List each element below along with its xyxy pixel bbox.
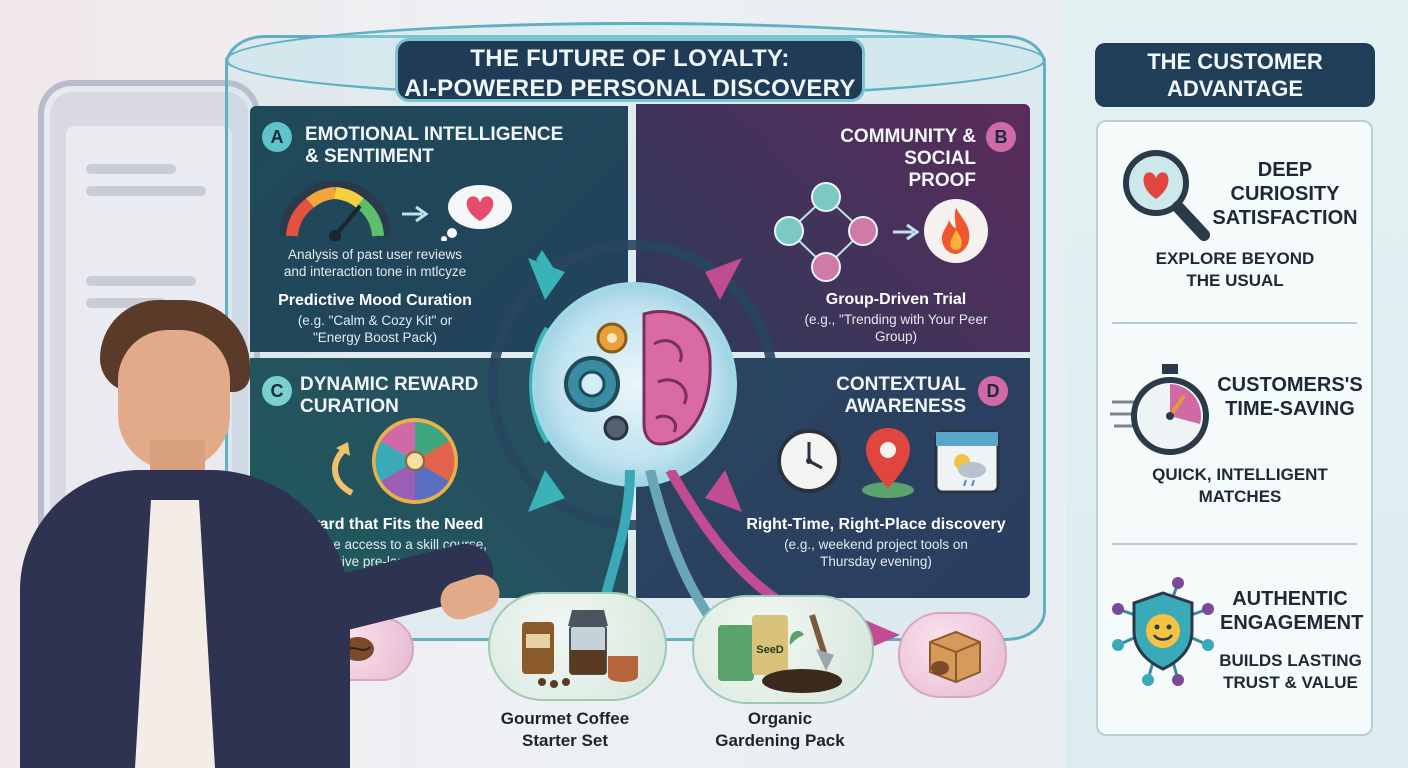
advantage-2-heading-line2: TIME-SAVING (1225, 398, 1355, 420)
heart-magnifier-icon (1123, 150, 1210, 241)
quadrant-a-desc-line2: and interaction tone in mtlcyze (283, 264, 467, 279)
advantage-1-sub-line1: EXPLORE BEYOND (1155, 249, 1315, 268)
phone-ui-line (86, 298, 166, 308)
quadrant-b-heading-line2: SOCIAL PROOF (904, 148, 976, 191)
advantage-2-sub: QUICK, INTELLIGENT MATCHES (1110, 464, 1370, 508)
arrow-right-icon (402, 205, 429, 223)
fire-trending-icon (924, 199, 988, 263)
main-title-line1: THE FUTURE OF LOYALTY: (470, 45, 790, 72)
advantage-2-sub-line2: MATCHES (1198, 487, 1282, 506)
advantage-3-sub-line2: TRUST & VALUE (1223, 673, 1358, 692)
quadrant-a-heading-line1: EMOTIONAL INTELLIGENCE (305, 124, 564, 145)
advantage-3-heading-line2: ENGAGEMENT (1220, 612, 1364, 634)
quadrant-d-heading-line1: CONTEXTUAL (836, 374, 966, 395)
quadrant-c-heading: DYNAMIC REWARD CURATION (300, 374, 478, 418)
arrow-right-icon (893, 223, 920, 241)
advantage-1-heading-line2: CURIOSITY (1230, 183, 1340, 205)
quadrant-d-example: (e.g., weekend project tools on Thursday… (726, 536, 1026, 570)
delivery-box-pill (898, 612, 1007, 698)
garden-product-pill[interactable]: SeeD (692, 595, 874, 704)
quadrant-d-heading-line2: AWARENESS (844, 396, 966, 417)
stopwatch-icon (1110, 364, 1209, 455)
quadrant-a-subtitle: Predictive Mood Curation (278, 292, 472, 309)
quadrant-a-description: Analysis of past user reviews and intera… (250, 246, 500, 280)
advantage-title: THE CUSTOMER ADVANTAGE (1095, 43, 1375, 107)
ai-gears-icon (564, 322, 629, 441)
garden-label-line2: Gardening Pack (715, 731, 845, 750)
quadrant-a-example-line1: (e.g. "Calm & Cozy Kit" or (297, 313, 453, 328)
coffee-product-pill[interactable] (488, 592, 667, 701)
gardening-pack-icon: SeeD (718, 614, 842, 693)
quadrant-b-example-line1: (e.g., "Trending with Your Peer (804, 312, 988, 327)
coffee-product-label: Gourmet Coffee Starter Set (475, 708, 655, 752)
quadrant-c-subtitle: Reward that Fits the Need (286, 516, 484, 533)
advantage-1-heading: DEEP CURIOSITY SATISFACTION (1205, 158, 1365, 230)
advantage-3-heading-line1: AUTHENTIC (1232, 588, 1348, 610)
quadrant-b-example: (e.g., "Trending with Your Peer Group) (776, 311, 1016, 345)
garden-product-label: Organic Gardening Pack (690, 708, 870, 752)
badge-d: D (978, 376, 1008, 406)
advantage-3-sub: BUILDS LASTING TRUST & VALUE (1218, 650, 1363, 694)
quadrant-b-example-line2: Group) (874, 329, 918, 344)
weather-calendar-icon (934, 430, 1000, 494)
coffee-label-line2: Starter Set (522, 731, 608, 750)
advantage-title-line2: ADVANTAGE (1166, 76, 1304, 101)
advantage-title-line1: THE CUSTOMER (1147, 49, 1323, 74)
quadrant-b-subtitle: Group-Driven Trial (825, 291, 967, 308)
phone-ui-line (86, 186, 206, 196)
coffee-set-icon (522, 610, 638, 688)
advantage-1-sub: EXPLORE BEYOND THE USUAL (1110, 248, 1360, 292)
smiley-shield-network-icon (1112, 577, 1214, 686)
advantage-1-sub-line2: THE USUAL (1186, 271, 1284, 290)
badge-a: A (262, 122, 292, 152)
clock-icon (777, 429, 841, 493)
advantage-divider (1112, 322, 1357, 324)
hub-ring (488, 240, 778, 530)
advantage-2-heading-line1: CUSTOMERS'S (1217, 374, 1363, 396)
quadrant-b-heading: COMMUNITY & SOCIAL PROOF (836, 126, 976, 192)
quadrant-a-desc-line1: Analysis of past user reviews (287, 247, 463, 262)
heart-thought-cloud-icon (441, 185, 512, 241)
advantage-2-sub-line1: QUICK, INTELLIGENT (1152, 465, 1328, 484)
advantage-divider (1112, 543, 1357, 545)
main-title-line2: AI-POWERED PERSONAL DISCOVERY (404, 75, 856, 102)
badge-c: C (262, 376, 292, 406)
quadrant-c-heading-line1: DYNAMIC REWARD (300, 374, 479, 395)
quadrant-d-example-line1: (e.g., weekend project tools on (784, 537, 968, 552)
quadrant-a-example-line2: "Energy Boost Pack) (312, 330, 438, 345)
ai-brain-hub (532, 282, 737, 487)
quadrant-b-heading-line1: COMMUNITY & (840, 126, 976, 147)
phone-ui-line (86, 164, 176, 174)
advantage-1-heading-line1: DEEP (1257, 159, 1313, 181)
reward-wheel-icon (372, 418, 458, 504)
advantage-3-sub-line1: BUILDS LASTING (1219, 651, 1362, 670)
quadrant-d-example-line2: Thursday evening) (820, 554, 932, 569)
garden-label-line1: Organic (747, 709, 813, 728)
advantage-2-heading: CUSTOMERS'S TIME-SAVING (1215, 373, 1365, 421)
quadrant-d-heading: CONTEXTUAL AWARENESS (836, 374, 966, 418)
coffee-label-line1: Gourmet Coffee (500, 709, 630, 728)
curved-arrow-icon (332, 442, 354, 496)
quadrant-a-example: (e.g. "Calm & Cozy Kit" or "Energy Boost… (250, 312, 500, 346)
main-title: THE FUTURE OF LOYALTY: AI-POWERED PERSON… (395, 38, 865, 102)
advantage-1-heading-line3: SATISFACTION (1212, 207, 1358, 229)
brain-icon (642, 309, 712, 446)
sentiment-gauge-icon (280, 181, 390, 241)
quadrant-d-subtitle: Right-Time, Right-Place discovery (746, 516, 1006, 533)
quadrant-a-heading-line2: & SENTIMENT (305, 146, 434, 167)
badge-b: B (986, 122, 1016, 152)
advantage-3-heading: AUTHENTIC ENGAGEMENT (1220, 587, 1364, 635)
seed-packet-text: SeeD (756, 644, 784, 656)
location-pin-icon (862, 428, 914, 498)
quadrant-c-heading-line2: CURATION (300, 396, 399, 417)
delivery-box-icon (929, 630, 981, 684)
phone-ui-line (86, 276, 196, 286)
quadrant-a-heading: EMOTIONAL INTELLIGENCE & SENTIMENT (305, 124, 563, 168)
social-network-icon (774, 182, 878, 282)
